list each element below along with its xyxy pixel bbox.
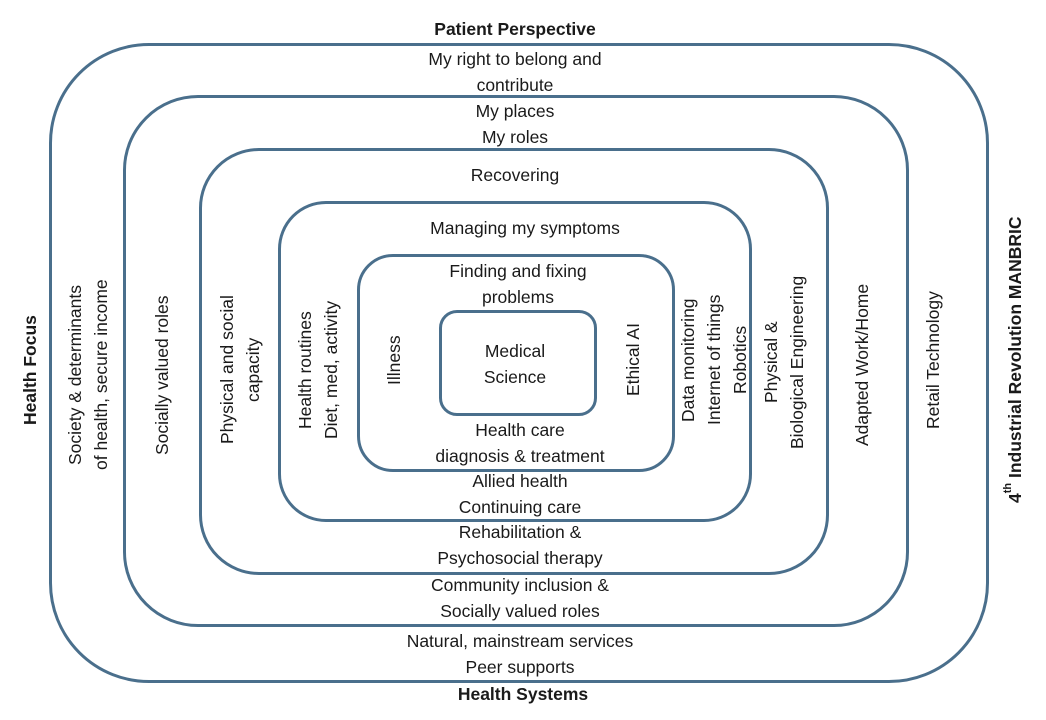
ring5-top-line1: Finding and fixing <box>449 261 587 281</box>
ring5-bottom-line2: diagnosis & treatment <box>435 446 605 466</box>
ring5-left-text: Illness <box>381 325 407 395</box>
ring1-bottom-line1: Natural, mainstream services <box>406 631 634 651</box>
ring2-bottom-text: Community inclusion & Socially valued ro… <box>0 572 1040 624</box>
ring5-left-line1: Illness <box>384 335 404 385</box>
ring1-bottom-text: Natural, mainstream services Peer suppor… <box>0 628 1040 680</box>
ring1-top-line1: My right to belong and <box>428 49 602 69</box>
core-line1: Medical <box>484 341 546 361</box>
ring2-top-line2: My roles <box>481 127 549 147</box>
ring-3 <box>199 148 829 575</box>
ring2-bottom-line1: Community inclusion & <box>431 575 609 595</box>
ring5-top-line2: problems <box>482 287 554 307</box>
ring-5 <box>357 254 675 472</box>
ring3-top-line1: Recovering <box>470 165 560 185</box>
ring4-bottom-text: Allied health Continuing care <box>0 468 1040 520</box>
ring2-top-line1: My places <box>475 101 555 121</box>
ring1-bottom-line2: Peer supports <box>465 657 575 677</box>
ring3-bottom-line2: Psychosocial therapy <box>437 548 603 568</box>
ring4-bottom-line1: Allied health <box>472 471 568 491</box>
left-title: Health Focus <box>20 315 40 425</box>
ring2-bottom-line2: Socially valued roles <box>440 601 600 621</box>
ring5-bottom-text: Health care diagnosis & treatment <box>0 417 1040 469</box>
ring-4 <box>278 201 752 522</box>
ring3-bottom-text: Rehabilitation & Psychosocial therapy <box>0 519 1040 571</box>
bottom-title: Health Systems <box>457 684 589 704</box>
ring1-top-line2: contribute <box>476 75 554 95</box>
ring-2 <box>123 95 909 627</box>
outer-ring <box>49 43 989 683</box>
ring5-right-line1: Ethical AI <box>623 323 643 397</box>
ring5-bottom-line1: Health care <box>475 420 565 440</box>
core-line2: Science <box>483 367 547 387</box>
ring3-bottom-line1: Rehabilitation & <box>458 522 582 542</box>
ring4-top-text: Managing my symptoms <box>0 215 1046 241</box>
ring2-top-text: My places My roles <box>0 98 1030 150</box>
top-title: Patient Perspective <box>434 19 596 39</box>
ring3-top-text: Recovering <box>0 162 1030 188</box>
ring5-right-text: Ethical AI <box>620 315 646 405</box>
ring4-top-line1: Managing my symptoms <box>430 218 620 238</box>
ring5-top-text: Finding and fixing problems <box>0 258 1036 310</box>
ring4-bottom-line2: Continuing care <box>458 497 582 517</box>
core-text: Medical Science <box>439 338 591 390</box>
core-box <box>439 310 597 416</box>
ring1-top-text: My right to belong and contribute <box>0 46 1030 98</box>
